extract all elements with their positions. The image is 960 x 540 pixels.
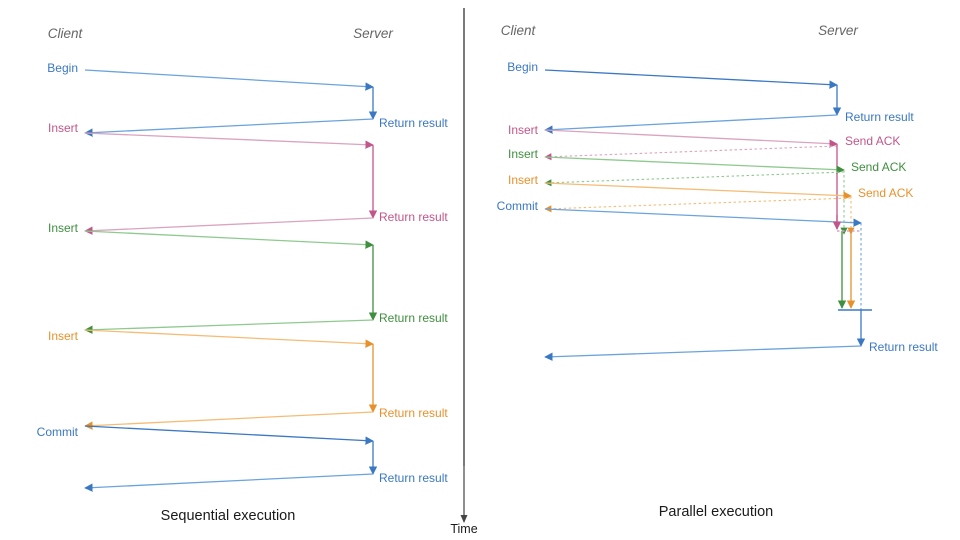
message-insert2-send-ack: Send ACK	[544, 160, 906, 187]
message-label-begin-request: Begin	[47, 61, 78, 75]
message-line-commit-return-result	[544, 345, 862, 361]
message-insert2-return-result: Return result	[84, 311, 448, 334]
message-label-commit-request: Commit	[37, 425, 79, 439]
lane-title-server: Server	[353, 26, 393, 41]
message-line-commit-request	[544, 208, 862, 227]
message-line-insert1-request	[84, 132, 374, 149]
lane-title-client: Client	[48, 26, 84, 41]
message-label-insert1-request: Insert	[48, 121, 79, 135]
message-label-begin-return-result: Return result	[845, 110, 914, 124]
message-line-insert3-send-ack	[544, 197, 852, 213]
message-insert2-request: Insert	[48, 221, 374, 249]
message-commit-request: Commit	[37, 425, 374, 445]
message-insert1-return-result: Return result	[84, 210, 448, 235]
message-line-insert3-return-result	[84, 411, 374, 430]
message-label-insert3-request: Insert	[48, 329, 79, 343]
message-label-insert2-request: Insert	[48, 221, 79, 235]
message-line-insert2-request	[84, 230, 374, 249]
time-axis-arrowhead	[460, 515, 468, 523]
message-line-insert1-request	[544, 129, 838, 148]
message-label-insert1-send-ack: Send ACK	[845, 134, 900, 148]
message-line-insert3-request	[84, 329, 374, 348]
message-line-begin-return-result	[544, 114, 838, 134]
message-label-insert2-request: Insert	[508, 147, 539, 161]
message-begin-return-result: Return result	[544, 110, 914, 134]
message-label-commit-return-result: Return result	[379, 471, 448, 485]
message-line-insert3-request	[544, 182, 852, 200]
message-begin-return-result: Return result	[84, 116, 448, 137]
message-insert1-send-ack: Send ACK	[544, 134, 900, 161]
message-label-begin-request: Begin	[507, 60, 538, 74]
message-label-insert3-request: Insert	[508, 173, 539, 187]
panel-caption-sequential: Sequential execution	[161, 508, 296, 524]
message-line-begin-request	[84, 69, 374, 91]
time-axis-label: Time	[450, 522, 477, 536]
message-insert3-send-ack: Send ACK	[544, 186, 913, 213]
message-label-insert1-return-result: Return result	[379, 210, 448, 224]
message-line-insert1-send-ack	[544, 145, 838, 161]
lane-title-client: Client	[501, 23, 537, 38]
message-commit-return-result: Return result	[544, 340, 938, 361]
message-label-insert1-request: Insert	[508, 123, 539, 137]
panel-caption-parallel: Parallel execution	[659, 504, 773, 520]
message-line-insert2-return-result	[84, 319, 374, 334]
message-commit-request: Commit	[497, 199, 862, 227]
message-insert3-request: Insert	[508, 173, 852, 200]
message-label-insert2-return-result: Return result	[379, 311, 448, 325]
message-insert1-request: Insert	[508, 123, 838, 148]
message-label-insert3-send-ack: Send ACK	[858, 186, 913, 200]
message-line-insert1-return-result	[84, 217, 374, 235]
message-insert1-request: Insert	[48, 121, 374, 149]
message-line-commit-return-result	[84, 473, 374, 492]
message-line-begin-return-result	[84, 118, 374, 137]
message-label-commit-return-result: Return result	[869, 340, 938, 354]
message-line-insert2-request	[544, 156, 845, 174]
message-begin-request: Begin	[507, 60, 838, 89]
message-label-commit-request: Commit	[497, 199, 539, 213]
message-label-insert2-send-ack: Send ACK	[851, 160, 906, 174]
message-label-insert3-return-result: Return result	[379, 406, 448, 420]
lane-title-server: Server	[818, 23, 858, 38]
message-line-begin-request	[544, 69, 838, 89]
message-insert3-request: Insert	[48, 329, 374, 348]
message-line-insert2-send-ack	[544, 171, 845, 187]
message-begin-request: Begin	[47, 61, 374, 91]
message-insert3-return-result: Return result	[84, 406, 448, 430]
message-label-begin-return-result: Return result	[379, 116, 448, 130]
message-commit-return-result: Return result	[84, 471, 448, 492]
message-line-commit-request	[84, 425, 374, 445]
message-insert2-request: Insert	[508, 147, 845, 174]
